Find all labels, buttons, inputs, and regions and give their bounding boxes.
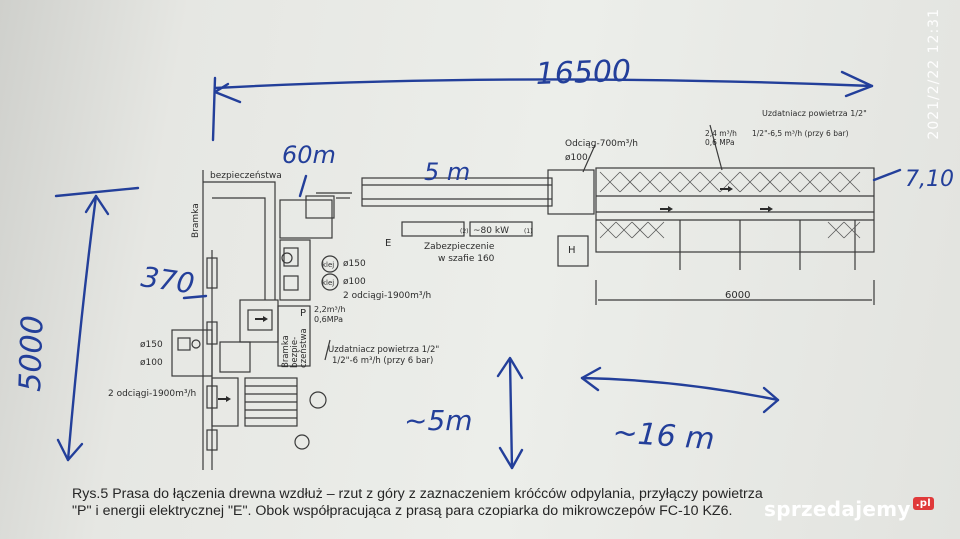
label-bracket-1: (1) <box>524 228 533 235</box>
handwritten-16500: 16500 <box>535 54 632 92</box>
label-air-mid-1: Uzdatniacz powietrza 1/2" <box>328 345 439 355</box>
photo-timestamp: 2021/2/22 12:31 <box>926 8 942 140</box>
handwritten-text: 16500 60m 5 m 7,10 370 5000 ~5m ~16 m <box>13 54 954 457</box>
label-bezpieczenstwa: bezpieczeństwa <box>210 171 282 181</box>
handwritten-approx-5m: ~5m <box>404 404 473 437</box>
handwritten-60m: 60m <box>282 141 336 169</box>
label-air-top-4: 1/2"-6,5 m³/h (przy 6 bar) <box>752 129 849 138</box>
caption-line-1: Rys.5 Prasa do łączenia drewna wzdłuż – … <box>72 486 763 502</box>
logo-text: sprzedajemy <box>764 497 911 521</box>
label-bramka-bezp-2: bezpie- <box>290 337 300 368</box>
handwritten-approx-16m: ~16 m <box>611 415 715 457</box>
label-bramka-bezp-1: Bramka <box>281 335 291 368</box>
flow-arrows <box>218 186 773 402</box>
caption-line-2: "P" i energii elektrycznej "E". Obok wsp… <box>72 503 733 519</box>
printed-labels: bezpieczeństwa Bramka Bramka bezpie- cze… <box>108 109 867 399</box>
label-bramka-bezp-3: czeństwa <box>299 328 309 368</box>
label-dim-6000: 6000 <box>725 290 750 301</box>
label-d150-mid: ø150 <box>343 259 366 269</box>
label-e: E <box>385 238 391 249</box>
label-p-pressure: 0,6MPa <box>314 315 343 324</box>
logo-badge: .pl <box>912 497 934 510</box>
label-air-mid-2: 1/2"-6 m³/h (przy 6 bar) <box>332 356 433 366</box>
label-kw: ~80 kW <box>473 226 509 236</box>
label-odciagi-mid: 2 odciągi-1900m³/h <box>343 291 431 301</box>
label-d100-top: ø100 <box>565 153 588 163</box>
label-odciag-top: Odciąg-700m³/h <box>565 139 638 149</box>
label-h: H <box>568 245 576 256</box>
handwritten-5m: 5 m <box>424 158 470 186</box>
label-d100-left: ø100 <box>140 358 163 368</box>
label-bramka: Bramka <box>191 203 201 238</box>
label-d100-mid: ø100 <box>343 277 366 287</box>
label-klej-1: klej <box>322 261 334 269</box>
label-air-top-2: 2,4 m³/h <box>705 129 737 138</box>
label-odciagi-left: 2 odciągi-1900m³/h <box>108 389 196 399</box>
printed-linework <box>171 124 875 470</box>
sprzedajemy-watermark-logo: sprzedajemy.pl <box>764 497 934 521</box>
pen-annotations <box>54 70 902 470</box>
label-p-flow: 2,2m³/h <box>314 305 346 314</box>
hatching <box>599 171 861 239</box>
handwritten-710: 7,10 <box>905 167 954 192</box>
label-bracket-2: (2) <box>460 228 469 235</box>
label-air-top-3: 0,6 MPa <box>705 138 735 147</box>
label-zabezp-2: w szafie 160 <box>438 254 495 264</box>
label-p: P <box>300 308 306 319</box>
label-klej-2: klej <box>322 279 334 287</box>
figure-caption: Rys.5 Prasa do łączenia drewna wzdłuż – … <box>72 486 932 520</box>
label-zabezp-1: Zabezpieczenie <box>424 242 495 252</box>
label-air-top-1: Uzdatniacz powietrza 1/2" <box>762 109 867 118</box>
handwritten-370: 370 <box>139 260 197 300</box>
handwritten-5000: 5000 <box>13 315 51 393</box>
label-d150-left: ø150 <box>140 340 163 350</box>
